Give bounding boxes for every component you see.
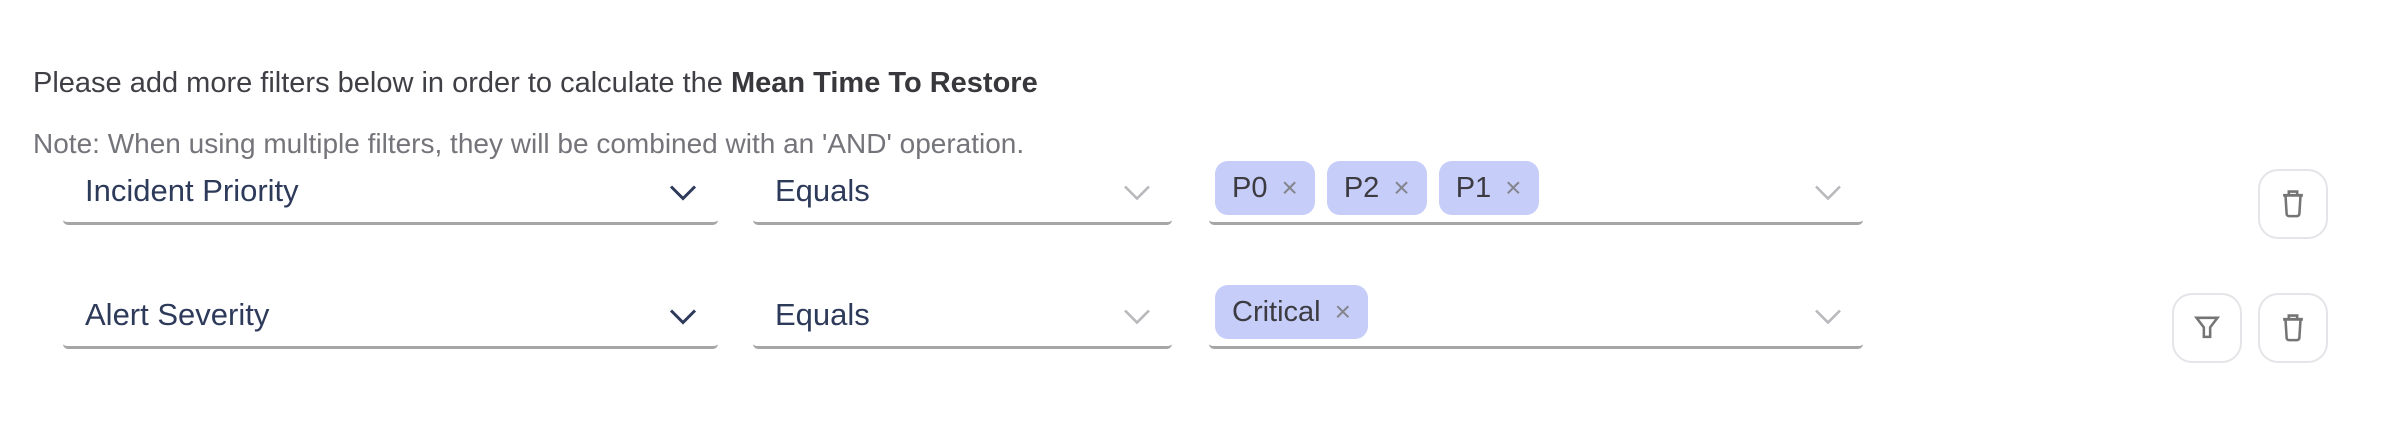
chevron-down-icon <box>1815 185 1841 201</box>
value-tag: P0 × <box>1215 161 1315 215</box>
field-select-label: Incident Priority <box>85 173 299 208</box>
tag-remove-button[interactable]: × <box>1334 296 1351 327</box>
value-tag: P1 × <box>1438 161 1539 215</box>
field-select-incident-priority[interactable]: Incident Priority <box>63 136 718 225</box>
operator-select-incident-priority[interactable]: Equals <box>753 136 1172 225</box>
value-tag-label: P1 <box>1455 171 1492 204</box>
intro-text: Please add more filters below in order t… <box>33 65 1038 101</box>
chevron-down-icon <box>669 185 697 201</box>
selected-values: Critical × <box>1215 285 1368 339</box>
value-tag-label: P2 <box>1343 171 1380 204</box>
chevron-down-icon <box>1124 309 1150 325</box>
note-text: Note: When using multiple filters, they … <box>33 128 1025 159</box>
value-tag-label: Critical <box>1232 295 1321 328</box>
trash-icon <box>2283 190 2303 218</box>
intro-text-regular: Please add more filters below in order t… <box>33 67 731 99</box>
operator-select-label: Equals <box>775 297 870 332</box>
filter-row-incident-priority: Incident Priority Equals P0 × P2 × <box>0 136 2408 239</box>
value-tag: P2 × <box>1326 161 1427 215</box>
field-select-alert-severity[interactable]: Alert Severity <box>63 260 718 349</box>
value-tag: Critical × <box>1215 285 1368 339</box>
tag-remove-button[interactable]: × <box>1281 172 1298 203</box>
values-multiselect-incident-priority[interactable]: P0 × P2 × P1 × <box>1209 136 1863 225</box>
intro-metric-name: Mean Time To Restore <box>730 67 1038 99</box>
funnel-icon <box>2193 316 2221 339</box>
tag-remove-button[interactable]: × <box>1505 172 1522 203</box>
chevron-down-icon <box>1815 309 1841 325</box>
selected-values: P0 × P2 × P1 × <box>1215 161 1539 215</box>
chevron-down-icon <box>669 309 697 325</box>
operator-select-label: Equals <box>775 173 870 208</box>
filter-row-alert-severity: Alert Severity Equals Critical × <box>0 260 2408 363</box>
operator-select-alert-severity[interactable]: Equals <box>753 260 1172 349</box>
value-tag-label: P0 <box>1232 171 1268 204</box>
apply-filter-button[interactable] <box>2172 293 2242 363</box>
tag-remove-button[interactable]: × <box>1393 172 1410 203</box>
trash-icon <box>2283 314 2303 342</box>
delete-row-button[interactable] <box>2258 293 2328 363</box>
chevron-down-icon <box>1124 185 1150 201</box>
delete-row-button[interactable] <box>2258 169 2328 239</box>
field-select-label: Alert Severity <box>85 297 270 332</box>
values-multiselect-alert-severity[interactable]: Critical × <box>1209 260 1863 349</box>
